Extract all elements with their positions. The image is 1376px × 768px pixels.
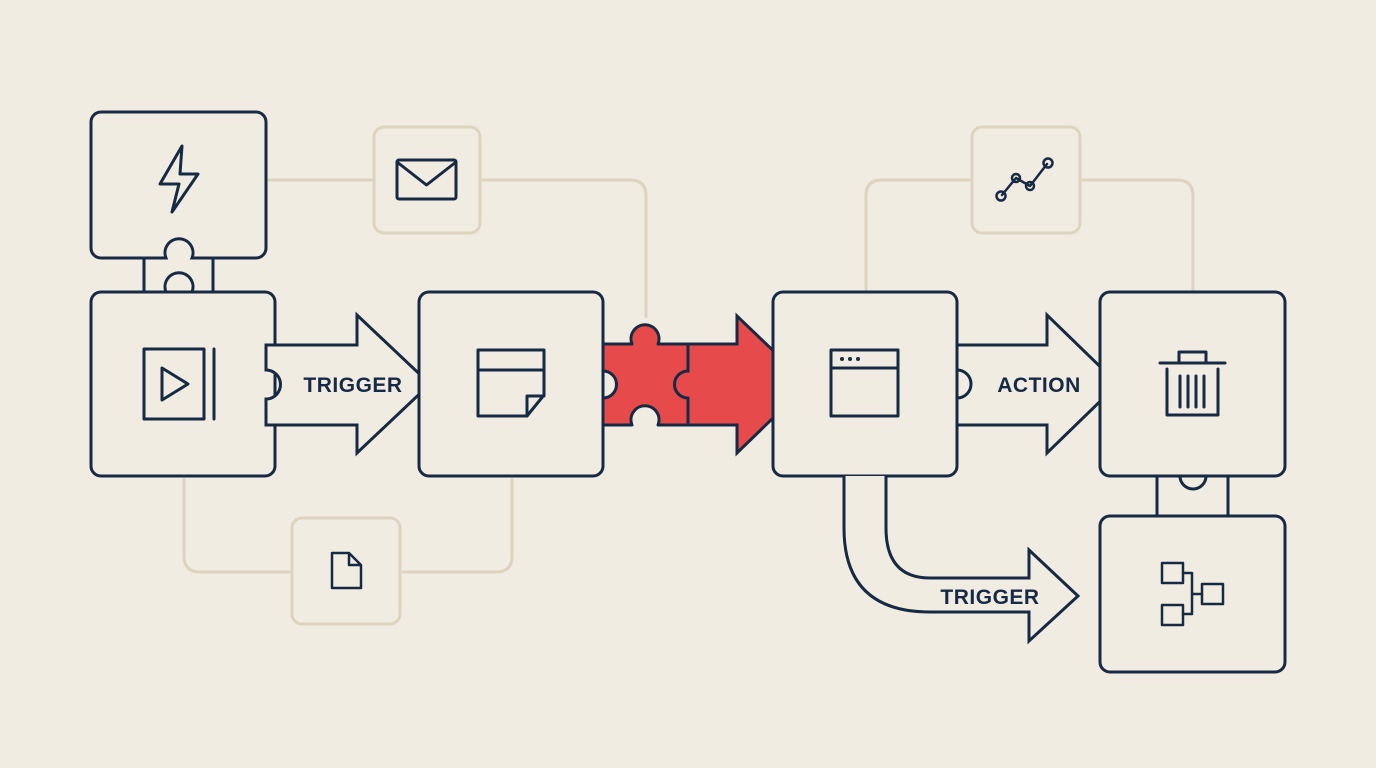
browser-node[interactable] [771, 290, 959, 478]
trash-icon [1158, 350, 1227, 417]
action-arrow[interactable]: ACTION [955, 311, 1121, 457]
connector-line-bottom-left [182, 478, 514, 574]
document-icon [330, 551, 363, 590]
red-arrow [673, 312, 811, 457]
email-node[interactable] [372, 125, 482, 235]
line-chart-icon [995, 157, 1054, 202]
trigger-arrow-2[interactable]: TRIGGER [842, 476, 1081, 645]
highlighted-puzzle-arrow[interactable] [601, 312, 811, 457]
red-puzzle-piece [601, 323, 690, 427]
lightning-bolt-icon [158, 144, 200, 214]
browser-window-icon [829, 348, 900, 418]
sticky-note-icon [476, 348, 546, 418]
trigger-label-2: TRIGGER [940, 586, 1039, 609]
play-button-icon [142, 347, 216, 421]
trigger-label-1: TRIGGER [303, 374, 402, 397]
workflow-node[interactable] [1098, 514, 1287, 674]
media-node[interactable] [89, 290, 277, 478]
analytics-node[interactable] [970, 125, 1082, 235]
connector-line-top-left [266, 178, 648, 318]
document-node[interactable] [290, 516, 402, 626]
lightning-node[interactable] [89, 110, 268, 260]
delete-node[interactable] [1098, 290, 1287, 478]
flowchart-icon [1160, 561, 1225, 627]
envelope-icon [395, 158, 458, 201]
action-label: ACTION [997, 374, 1081, 397]
trigger-arrow-1[interactable]: TRIGGER [264, 311, 433, 457]
connector-line-top-right [864, 178, 1195, 292]
note-node[interactable] [417, 290, 605, 478]
